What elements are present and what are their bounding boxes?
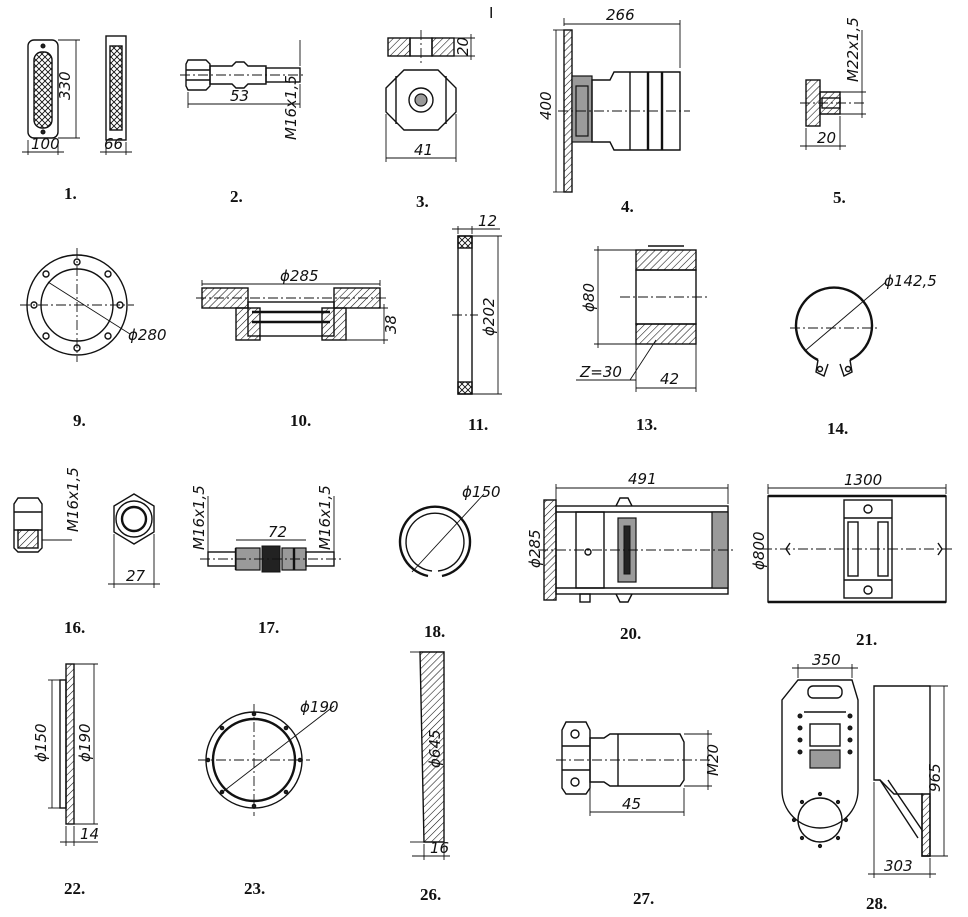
part-22: ϕ150 ϕ190 14 22. — [32, 663, 99, 898]
part-17: M16x1,5 72 M16x1,5 17. — [190, 485, 342, 637]
part-26: ϕ645 16 26. — [410, 651, 450, 904]
part-14: ϕ142,5 14. — [790, 272, 937, 438]
dim-text: M16x1,5 — [282, 75, 300, 140]
dim-text: 66 — [104, 135, 123, 153]
dim-text: 330 — [56, 71, 74, 100]
part-number-label: 10. — [290, 411, 311, 430]
dim-text: ϕ285 — [526, 529, 544, 568]
part-18: ϕ150 18. — [398, 483, 501, 641]
dim-text: 14 — [80, 825, 99, 843]
part-5: M22x1,5 20 5. — [800, 17, 866, 207]
part-number-label: 18. — [424, 622, 445, 641]
part-number-label: 23. — [244, 879, 265, 898]
dim-text: 491 — [628, 470, 657, 488]
part-number-label: 1. — [64, 184, 77, 203]
part-number-label: 14. — [827, 419, 848, 438]
dim-text: 350 — [812, 651, 841, 669]
part-number-label: 20. — [620, 624, 641, 643]
dim-text: ϕ645 — [426, 729, 444, 768]
dim-text: 38 — [382, 315, 400, 334]
dim-text: M22x1,5 — [844, 17, 862, 82]
dim-text: M16x1,5 — [316, 485, 334, 550]
part-21: 1300 ϕ800 21. — [750, 471, 952, 649]
part-number-label: 17. — [258, 618, 279, 637]
part-number-label: 3. — [416, 192, 429, 211]
dim-text: 266 — [606, 6, 635, 24]
part-number-label: 21. — [856, 630, 877, 649]
part-number-label: 2. — [230, 187, 243, 206]
part-10: ϕ285 38 10. — [196, 267, 400, 430]
dim-text: 20 — [817, 129, 836, 147]
dim-text: ϕ280 — [128, 326, 167, 344]
dim-text: M20 — [704, 744, 722, 776]
dim-text: 400 — [537, 91, 555, 120]
dim-text: ϕ190 — [300, 698, 339, 716]
part-number-label: 4. — [621, 197, 634, 216]
dim-text: 12 — [478, 212, 497, 230]
dim-text: 41 — [414, 141, 433, 159]
dim-text: 42 — [660, 370, 679, 388]
dim-text: ϕ142,5 — [884, 272, 937, 290]
part-number-label: 28. — [866, 894, 887, 913]
part-number-label: 9. — [73, 411, 86, 430]
dim-text: ϕ80 — [580, 283, 598, 312]
part-23: ϕ190 23. — [198, 698, 339, 898]
dim-text: ϕ800 — [750, 531, 768, 570]
part-number-label: 5. — [833, 188, 846, 207]
part-4: 266 400 4. — [537, 6, 690, 216]
dim-text: ϕ150 — [32, 723, 50, 762]
dim-text: ϕ285 — [280, 267, 319, 285]
dim-text: 303 — [884, 857, 913, 875]
part-13: ϕ80 Z=30 42 13. — [576, 245, 710, 434]
part-28: 350 965 303 28. — [781, 651, 948, 913]
part-2: 53 M16x1,5 2. — [180, 40, 306, 206]
dim-text: Z=30 — [579, 363, 622, 381]
part-3: 20 41 3. — [385, 30, 475, 211]
part-27: M20 45 27. — [556, 721, 722, 908]
part-number-label: 16. — [64, 618, 85, 637]
part-number-label: 27. — [633, 889, 654, 908]
dim-text: M16x1,5 — [190, 485, 208, 550]
sheet-mark: I — [489, 4, 493, 22]
dim-text: 27 — [126, 567, 146, 585]
part-number-label: 22. — [64, 879, 85, 898]
part-1: 330 100 66 1. — [22, 35, 132, 203]
dim-text: ϕ202 — [480, 297, 498, 336]
dim-text: M16x1,5 — [64, 467, 82, 532]
dim-text: 16 — [430, 839, 449, 857]
dim-text: 1300 — [844, 471, 882, 489]
dim-text: 45 — [622, 795, 641, 813]
dim-text: ϕ190 — [76, 723, 94, 762]
dim-text: 965 — [926, 763, 944, 792]
part-9: ϕ280 9. — [20, 248, 167, 430]
part-20: 491 ϕ285 20. — [526, 470, 734, 643]
part-number-label: 11. — [468, 415, 488, 434]
part-11: 12 ϕ202 11. — [452, 212, 502, 434]
part-number-label: 26. — [420, 885, 441, 904]
dim-text: 100 — [31, 135, 60, 153]
dim-text: ϕ150 — [462, 483, 501, 501]
part-number-label: 13. — [636, 415, 657, 434]
part-16: M16x1,5 27 16. — [13, 467, 160, 637]
dim-text: 72 — [268, 523, 287, 541]
dim-text: 20 — [454, 37, 472, 56]
dim-text: 53 — [230, 87, 249, 105]
